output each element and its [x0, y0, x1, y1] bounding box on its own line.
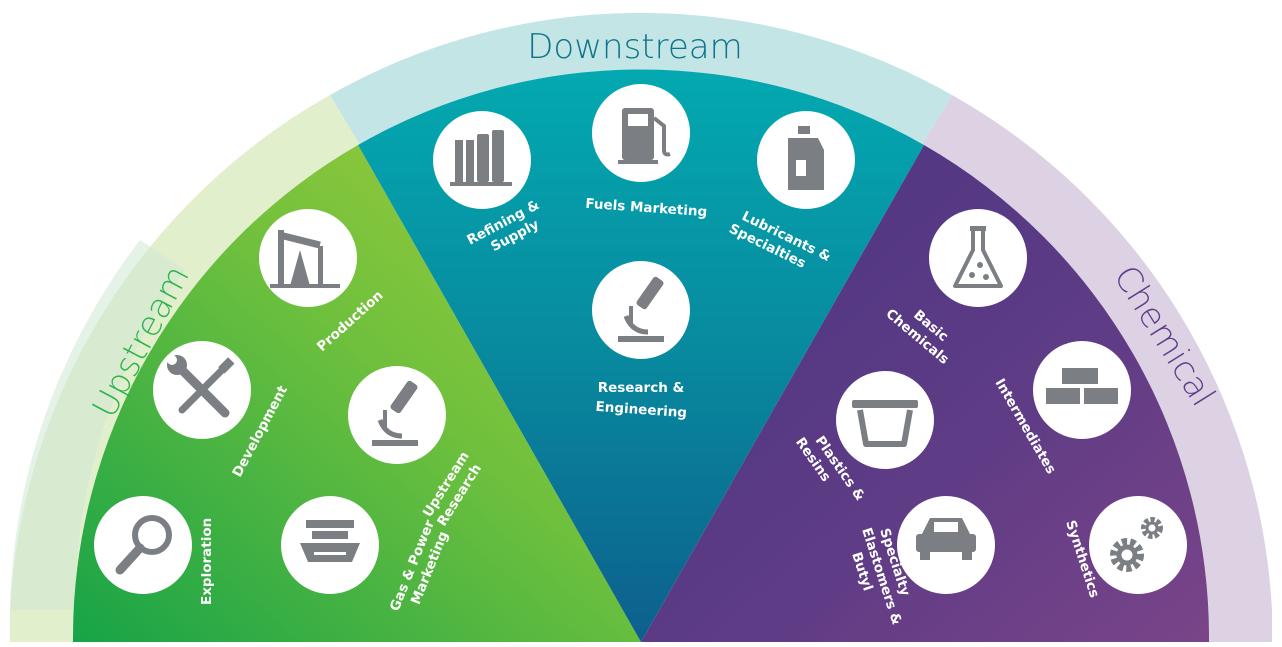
elastomers-node[interactable] [897, 496, 995, 594]
bricks-icon [1046, 368, 1118, 404]
gears-icon [1110, 517, 1163, 572]
refinery-icon [450, 130, 512, 186]
research-engineering-node[interactable] [592, 261, 690, 359]
svg-text:Research &: Research & [598, 380, 685, 396]
svg-text:Engineering: Engineering [595, 399, 688, 421]
plastics-node[interactable] [836, 371, 934, 469]
production-node[interactable] [259, 209, 357, 307]
fuel-pump-icon [618, 108, 671, 164]
downstream-title: Downstream [527, 27, 743, 67]
flask-icon [953, 226, 1003, 288]
microscope-icon [372, 380, 418, 446]
pump-jack-icon [270, 230, 340, 288]
outer-band [10, 12, 1272, 642]
gas-power-node[interactable] [281, 496, 379, 594]
refining-node[interactable] [433, 111, 531, 209]
synthetics-node[interactable] [1089, 496, 1187, 594]
tub-icon [852, 400, 918, 447]
development-node[interactable] [153, 341, 251, 439]
lubricants-node[interactable] [757, 111, 855, 209]
lng-ship-icon [300, 520, 360, 562]
magnifier-icon [115, 515, 172, 575]
fuels-node[interactable] [592, 84, 690, 182]
microscope-icon [618, 276, 664, 342]
exploration-node[interactable] [94, 496, 192, 594]
upstream-research-node[interactable] [348, 366, 446, 464]
intermediates-node[interactable] [1033, 341, 1131, 439]
exploration-label: Exploration [199, 518, 215, 605]
tools-icon [167, 355, 235, 418]
research-engineering-label: Research & Engineering [595, 380, 688, 421]
oil-jug-icon [788, 126, 824, 190]
car-icon [916, 518, 976, 560]
basic-chemicals-node[interactable] [929, 209, 1027, 307]
